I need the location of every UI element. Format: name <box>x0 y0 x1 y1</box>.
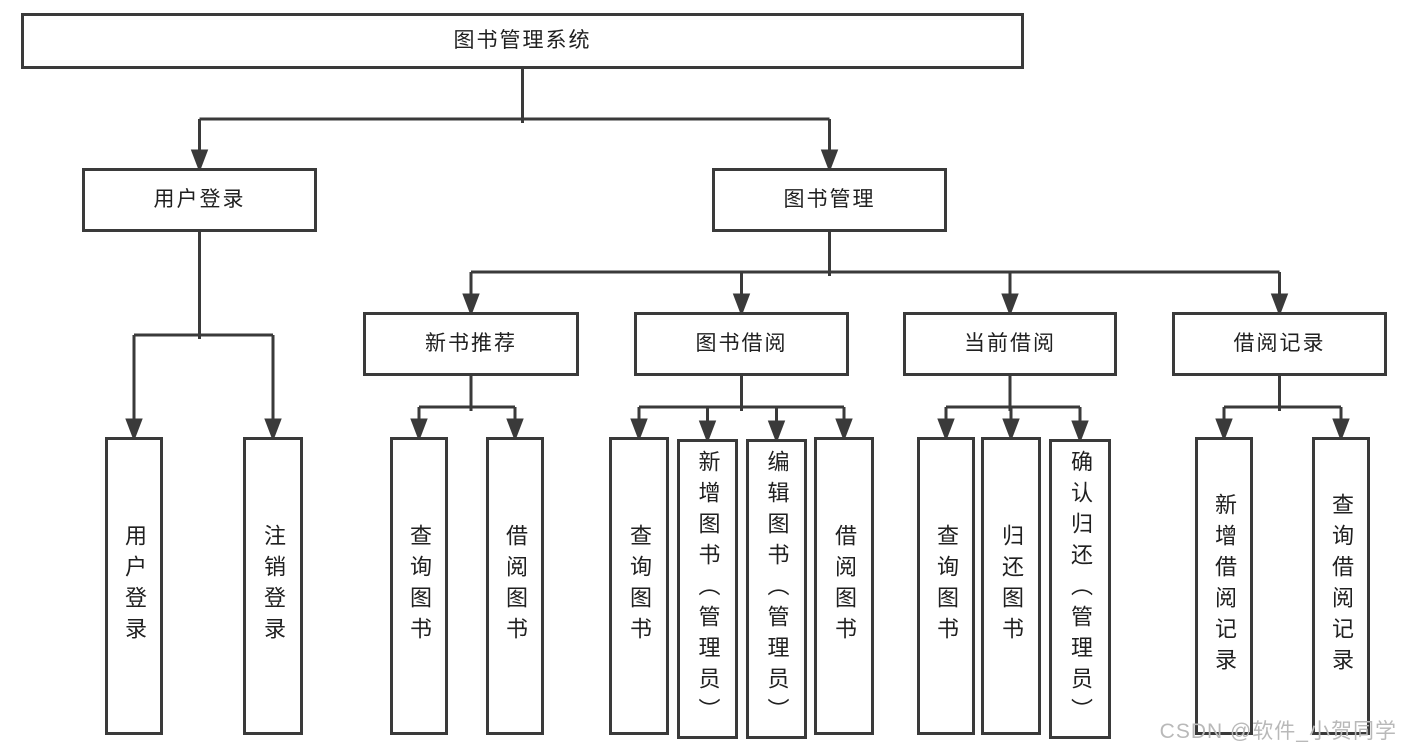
node-borrow-records: 借阅记录 <box>1172 312 1387 376</box>
edge-group-current-borrowing <box>944 374 1082 425</box>
node-book-borrowing: 图书借阅 <box>634 312 849 376</box>
node-label: 用户登录 <box>122 524 147 648</box>
node-label: 当前借阅 <box>964 332 1056 356</box>
node-book-management: 图书管理 <box>712 168 947 232</box>
node-leaf-edit-books: 编辑图书（管理员） <box>746 439 807 739</box>
node-leaf-confirm-return: 确认归还（管理员） <box>1049 439 1111 739</box>
node-label: 查询图书 <box>627 524 652 648</box>
node-label: 注销登录 <box>261 524 286 648</box>
node-leaf-user-login: 用户登录 <box>105 437 163 735</box>
node-leaf-logout: 注销登录 <box>243 437 303 735</box>
node-user-login: 用户登录 <box>82 168 317 232</box>
node-label: 借阅记录 <box>1233 332 1326 356</box>
node-label: 图书借阅 <box>695 332 788 356</box>
node-label: 借阅图书 <box>832 524 857 648</box>
edge-group-borrow-records <box>1222 374 1343 423</box>
node-label: 查询图书 <box>934 524 959 648</box>
node-label: 借阅图书 <box>503 524 528 648</box>
node-label: 新增借阅记录 <box>1212 493 1237 679</box>
node-label: 新书推荐 <box>425 332 517 356</box>
edge-group-user-login <box>132 230 275 423</box>
node-leaf-query-books-1: 查询图书 <box>390 437 448 735</box>
node-leaf-borrow-books-1: 借阅图书 <box>486 437 544 735</box>
node-label: 查询借阅记录 <box>1329 493 1354 679</box>
node-root: 图书管理系统 <box>21 13 1024 69</box>
node-leaf-add-books: 新增图书（管理员） <box>677 439 738 739</box>
node-new-book-recommend: 新书推荐 <box>363 312 579 376</box>
node-label: 归还图书 <box>999 524 1024 648</box>
node-leaf-query-books-3: 查询图书 <box>917 437 975 735</box>
edge-group-new-book-recommend <box>417 374 517 423</box>
node-label: 图书管理系统 <box>453 29 592 53</box>
node-label: 新增图书（管理员） <box>695 449 721 729</box>
node-leaf-add-borrow-record: 新增借阅记录 <box>1195 437 1253 735</box>
edge-group-root <box>198 67 831 154</box>
node-leaf-borrow-books-2: 借阅图书 <box>814 437 874 735</box>
node-label: 查询图书 <box>407 524 432 648</box>
node-label: 用户登录 <box>153 188 246 212</box>
node-label: 确认归还（管理员） <box>1068 449 1093 729</box>
node-label: 编辑图书（管理员） <box>764 449 790 729</box>
node-leaf-query-books-2: 查询图书 <box>609 437 669 735</box>
node-leaf-return-books: 归还图书 <box>981 437 1041 735</box>
node-label: 图书管理 <box>783 188 876 212</box>
watermark-text: CSDN @软件_小贺同学 <box>1159 720 1397 743</box>
edge-group-book-borrowing <box>637 374 846 425</box>
edge-group-book-management <box>469 230 1281 298</box>
node-current-borrowing: 当前借阅 <box>903 312 1117 376</box>
node-leaf-query-borrow-record: 查询借阅记录 <box>1312 437 1370 735</box>
